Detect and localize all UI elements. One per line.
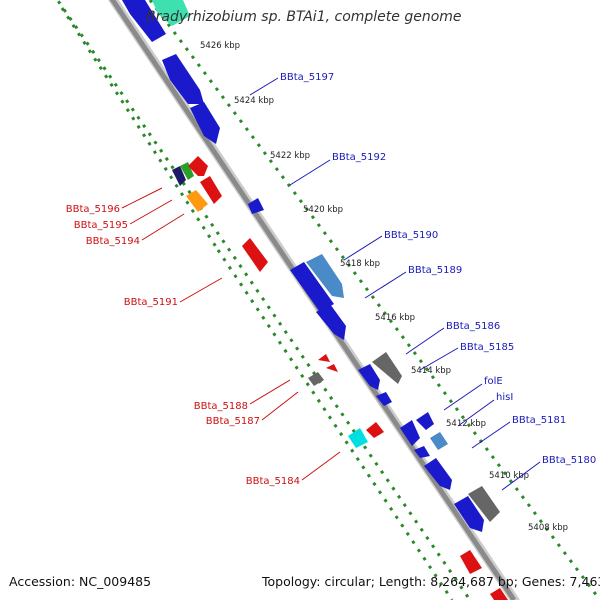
forward-leaders <box>249 77 541 491</box>
gene-label-BBta_5181[interactable]: BBta_5181 <box>512 415 566 426</box>
leader-line <box>364 271 407 299</box>
accession-text: Accession: NC_009485 <box>9 574 152 589</box>
gene-label-BBta_5180[interactable]: BBta_5180 <box>542 455 596 466</box>
tick-label: 5414 kbp <box>411 366 451 376</box>
leader-line <box>289 159 331 186</box>
leader-line <box>501 461 541 491</box>
forward-genes <box>122 0 500 532</box>
tick-label: 5416 kbp <box>375 313 415 323</box>
leader-line <box>249 379 291 405</box>
gene-forward-8[interactable] <box>316 304 346 340</box>
leader-line <box>457 399 495 427</box>
leader-line <box>301 451 341 481</box>
scale-ticks: 5426 kbp 5424 kbp 5422 kbp 5420 kbp 5418… <box>200 41 568 533</box>
gene-forward-7[interactable] <box>306 254 344 298</box>
gene-reverse-2[interactable] <box>180 162 194 180</box>
gene-reverse-5[interactable] <box>186 190 208 212</box>
gene-forward-16[interactable] <box>424 458 452 490</box>
gene-label-BBta_5196[interactable]: BBta_5196 <box>66 204 120 215</box>
gene-label-BBta_5189[interactable]: BBta_5189 <box>408 265 462 276</box>
tick-label: 5410 kbp <box>489 471 529 481</box>
gene-forward-10[interactable] <box>358 364 380 390</box>
gene-label-BBta_5197[interactable]: BBta_5197 <box>280 72 334 83</box>
leader-line <box>419 347 459 371</box>
inner-dotted-track <box>55 0 472 600</box>
gene-forward-1[interactable] <box>152 0 190 26</box>
leader-line <box>129 199 173 225</box>
gene-reverse-4[interactable] <box>200 176 222 204</box>
map-title: Bradyrhizobium sp. BTAi1, complete genom… <box>146 9 462 25</box>
leader-line <box>471 421 511 449</box>
gene-reverse-9[interactable] <box>308 372 324 386</box>
gene-label-BBta_5184[interactable]: BBta_5184 <box>246 476 300 487</box>
tick-label: 5426 kbp <box>200 41 240 51</box>
tick-label: 5424 kbp <box>234 96 274 106</box>
gene-forward-15[interactable] <box>414 446 430 458</box>
gene-forward-17[interactable] <box>468 486 500 522</box>
gene-forward-13[interactable] <box>416 412 434 430</box>
gene-label-BBta_5194[interactable]: BBta_5194 <box>86 236 140 247</box>
leader-line <box>121 187 163 209</box>
gene-label-folE[interactable]: folE <box>484 376 503 387</box>
gene-label-hisI[interactable]: hisI <box>496 392 513 403</box>
gene-label-BBta_5185[interactable]: BBta_5185 <box>460 342 514 353</box>
gene-reverse-6[interactable] <box>242 238 268 272</box>
leader-line <box>405 327 445 355</box>
reverse-leaders <box>121 187 341 481</box>
tick-label: 5418 kbp <box>340 259 380 269</box>
gene-label-BBta_5195[interactable]: BBta_5195 <box>74 220 128 231</box>
reverse-genes <box>172 156 508 600</box>
gene-label-BBta_5191[interactable]: BBta_5191 <box>124 297 178 308</box>
outer-dotted-track <box>148 0 600 600</box>
gene-forward-11[interactable] <box>376 392 392 406</box>
leader-line <box>443 383 483 411</box>
tick-label: 5422 kbp <box>270 151 310 161</box>
gene-label-BBta_5186[interactable]: BBta_5186 <box>446 321 500 332</box>
reverse-gene-labels: BBta_5196 BBta_5195 BBta_5194 BBta_5191 … <box>66 204 300 487</box>
genome-summary-text: Topology: circular; Length: 8,264,687 bp… <box>262 574 600 589</box>
gene-forward-5[interactable] <box>248 198 264 214</box>
leader-line <box>261 391 299 421</box>
gene-reverse-7[interactable] <box>318 354 330 362</box>
tick-label: 5412 kbp <box>446 419 486 429</box>
gene-label-BBta_5192[interactable]: BBta_5192 <box>332 152 386 163</box>
gene-reverse-1[interactable] <box>172 166 186 186</box>
gene-reverse-10[interactable] <box>348 428 368 448</box>
gene-label-BBta_5190[interactable]: BBta_5190 <box>384 230 438 241</box>
gene-label-BBta_5187[interactable]: BBta_5187 <box>206 416 260 427</box>
gene-forward-4[interactable] <box>190 102 220 144</box>
gene-forward-14[interactable] <box>430 432 448 450</box>
tick-label: 5420 kbp <box>303 205 343 215</box>
gene-reverse-11[interactable] <box>366 422 384 438</box>
right-dotted-track <box>190 0 600 520</box>
gene-forward-3[interactable] <box>162 54 204 104</box>
leader-line <box>343 235 383 261</box>
forward-gene-labels: BBta_5197 BBta_5192 BBta_5190 BBta_5189 … <box>280 72 596 466</box>
gene-forward-6[interactable] <box>290 262 334 312</box>
gene-reverse-8[interactable] <box>326 364 338 372</box>
tick-label: 5408 kbp <box>528 523 568 533</box>
gene-forward-9[interactable] <box>372 352 402 384</box>
leader-line <box>249 77 279 96</box>
gene-forward-18[interactable] <box>454 496 484 532</box>
leader-line <box>141 213 185 241</box>
gene-label-BBta_5188[interactable]: BBta_5188 <box>194 401 248 412</box>
gene-reverse-3[interactable] <box>188 156 208 176</box>
gene-forward-12[interactable] <box>400 420 420 446</box>
gene-reverse-13[interactable] <box>490 588 508 600</box>
far-dotted-track-lower <box>216 249 454 600</box>
gene-reverse-12[interactable] <box>460 550 482 574</box>
leader-line <box>179 277 223 303</box>
gene-forward-2[interactable] <box>122 0 166 42</box>
